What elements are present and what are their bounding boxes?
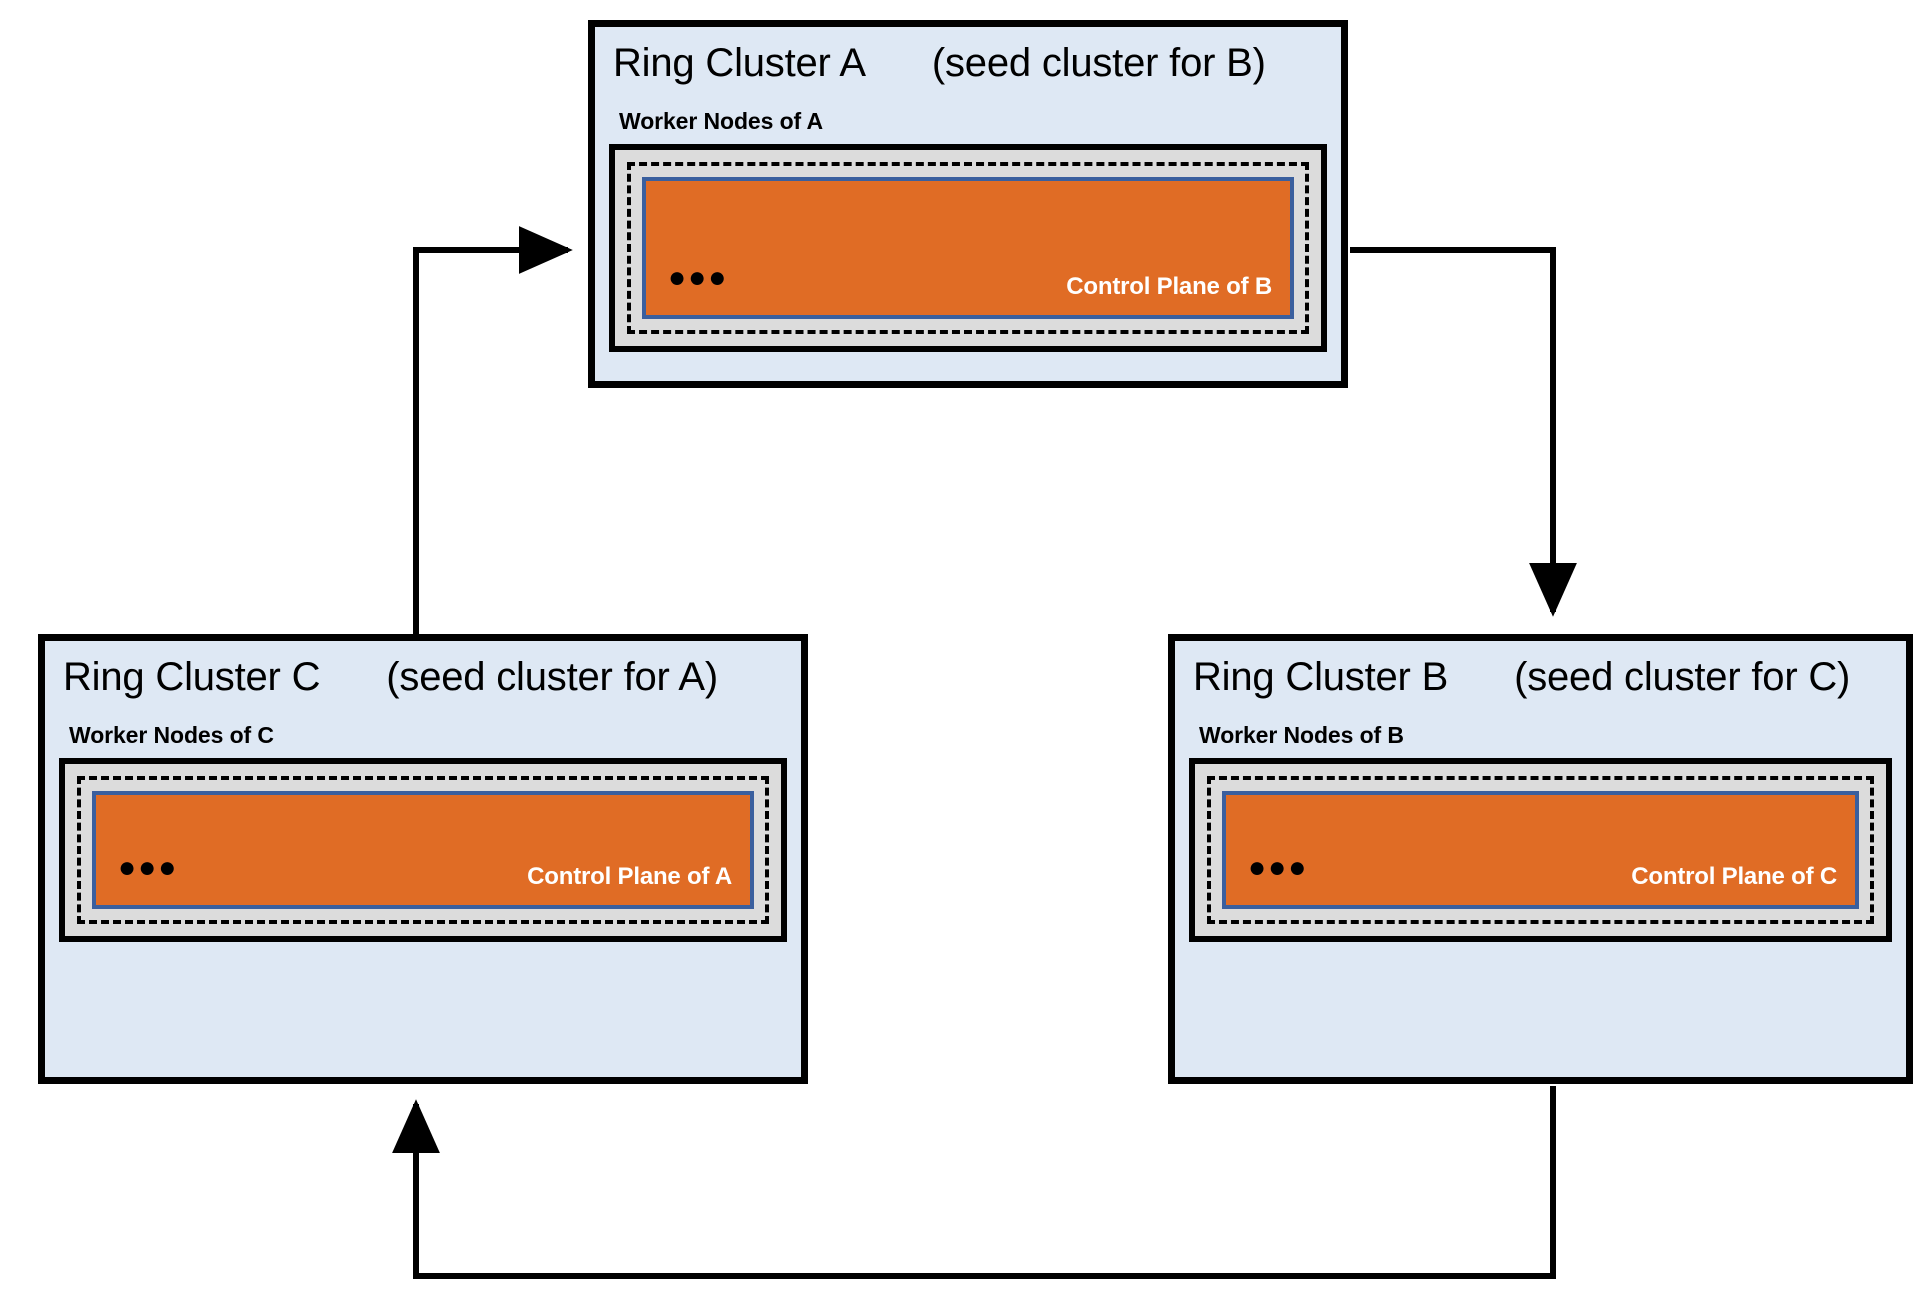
cluster-a-worker-nodes-box: ●●● Control Plane of B (609, 144, 1327, 352)
cluster-b-worker-nodes-box: ●●● Control Plane of C (1189, 758, 1892, 942)
ring-cluster-a: Ring Cluster A (seed cluster for B) Work… (588, 20, 1348, 388)
ellipsis-icon: ●●● (1248, 851, 1309, 884)
cluster-b-title-row: Ring Cluster B (seed cluster for C) (1175, 641, 1906, 700)
cluster-b-node-boundary: ●●● Control Plane of C (1207, 776, 1874, 924)
cluster-c-title-row: Ring Cluster C (seed cluster for A) (45, 641, 801, 700)
cluster-b-name: Ring Cluster B (1193, 655, 1449, 699)
cluster-c-node-boundary: ●●● Control Plane of A (77, 776, 769, 924)
cluster-b-control-plane-label: Control Plane of C (1631, 863, 1837, 890)
arrow-a-to-b (1350, 247, 1577, 617)
cluster-c-worker-label: Worker Nodes of C (69, 722, 274, 748)
cluster-a-name: Ring Cluster A (613, 41, 866, 85)
cluster-a-worker-label: Worker Nodes of A (619, 108, 824, 134)
cluster-c-worker-nodes-box: ●●● Control Plane of A (59, 758, 787, 942)
cluster-b-control-plane: ●●● Control Plane of C (1222, 791, 1859, 909)
ring-cluster-c: Ring Cluster C (seed cluster for A) Work… (38, 634, 808, 1084)
cluster-a-title-row: Ring Cluster A (seed cluster for B) (595, 27, 1341, 86)
arrow-b-to-c (392, 1086, 1556, 1279)
arrow-c-to-a (413, 226, 573, 640)
ring-cluster-b: Ring Cluster B (seed cluster for C) Work… (1168, 634, 1913, 1084)
ellipsis-icon: ●●● (668, 261, 729, 294)
cluster-a-control-plane: ●●● Control Plane of B (642, 177, 1294, 319)
cluster-c-control-plane-label: Control Plane of A (527, 863, 732, 890)
cluster-c-seed-note: (seed cluster for A) (386, 655, 718, 699)
cluster-a-control-plane-label: Control Plane of B (1066, 273, 1272, 300)
cluster-a-seed-note: (seed cluster for B) (931, 41, 1266, 85)
cluster-a-node-boundary: ●●● Control Plane of B (627, 162, 1309, 334)
ellipsis-icon: ●●● (118, 851, 179, 884)
cluster-c-name: Ring Cluster C (63, 655, 321, 699)
cluster-b-seed-note: (seed cluster for C) (1514, 655, 1851, 699)
cluster-b-worker-label: Worker Nodes of B (1199, 722, 1404, 748)
cluster-c-control-plane: ●●● Control Plane of A (92, 791, 754, 909)
